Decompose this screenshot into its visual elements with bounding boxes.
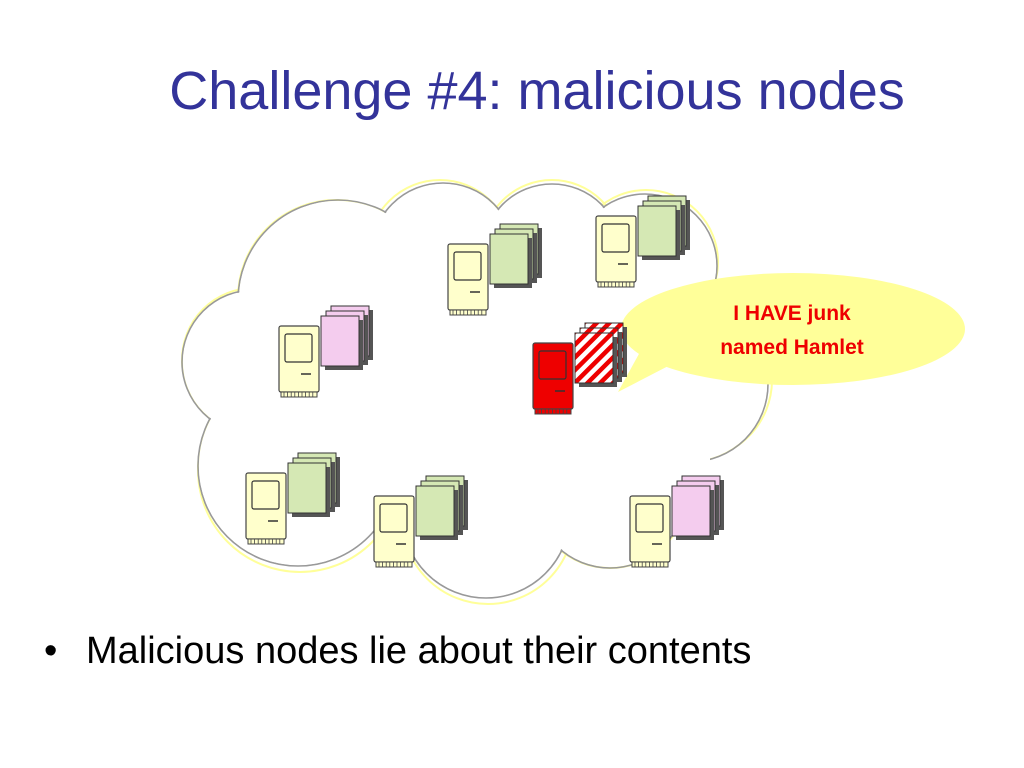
computer-icon <box>595 215 637 288</box>
callout-line-2: named Hamlet <box>720 336 864 359</box>
files-icon <box>320 305 373 370</box>
callout-line-1: I HAVE junk <box>733 302 851 325</box>
files-icon <box>489 223 542 288</box>
computer-icon <box>629 495 671 568</box>
peer-node <box>595 195 690 288</box>
computer-icon <box>245 472 287 545</box>
files-icon <box>637 195 690 260</box>
junk-files-icon <box>574 322 627 387</box>
bullet-marker: • <box>44 630 58 672</box>
computer-icon <box>447 243 489 316</box>
bullet-text: Malicious nodes lie about their contents <box>86 630 752 672</box>
bullet-item: • Malicious nodes lie about their conten… <box>44 630 751 673</box>
computer-icon <box>373 495 415 568</box>
malicious-node <box>532 322 627 415</box>
peer-node <box>629 475 724 568</box>
bullet-list: • Malicious nodes lie about their conten… <box>44 630 751 673</box>
files-icon <box>415 475 468 540</box>
peer-node <box>447 223 542 316</box>
peer-node <box>278 305 373 398</box>
peer-nodes <box>245 195 724 568</box>
files-icon <box>671 475 724 540</box>
files-icon <box>287 452 340 517</box>
computer-icon <box>278 325 320 398</box>
malicious-computer-icon <box>532 342 574 415</box>
peer-node <box>245 452 340 545</box>
peer-node <box>373 475 468 568</box>
speech-callout: I HAVE junk named Hamlet <box>618 273 965 392</box>
slide-title: Challenge #4: malicious nodes <box>169 61 905 121</box>
